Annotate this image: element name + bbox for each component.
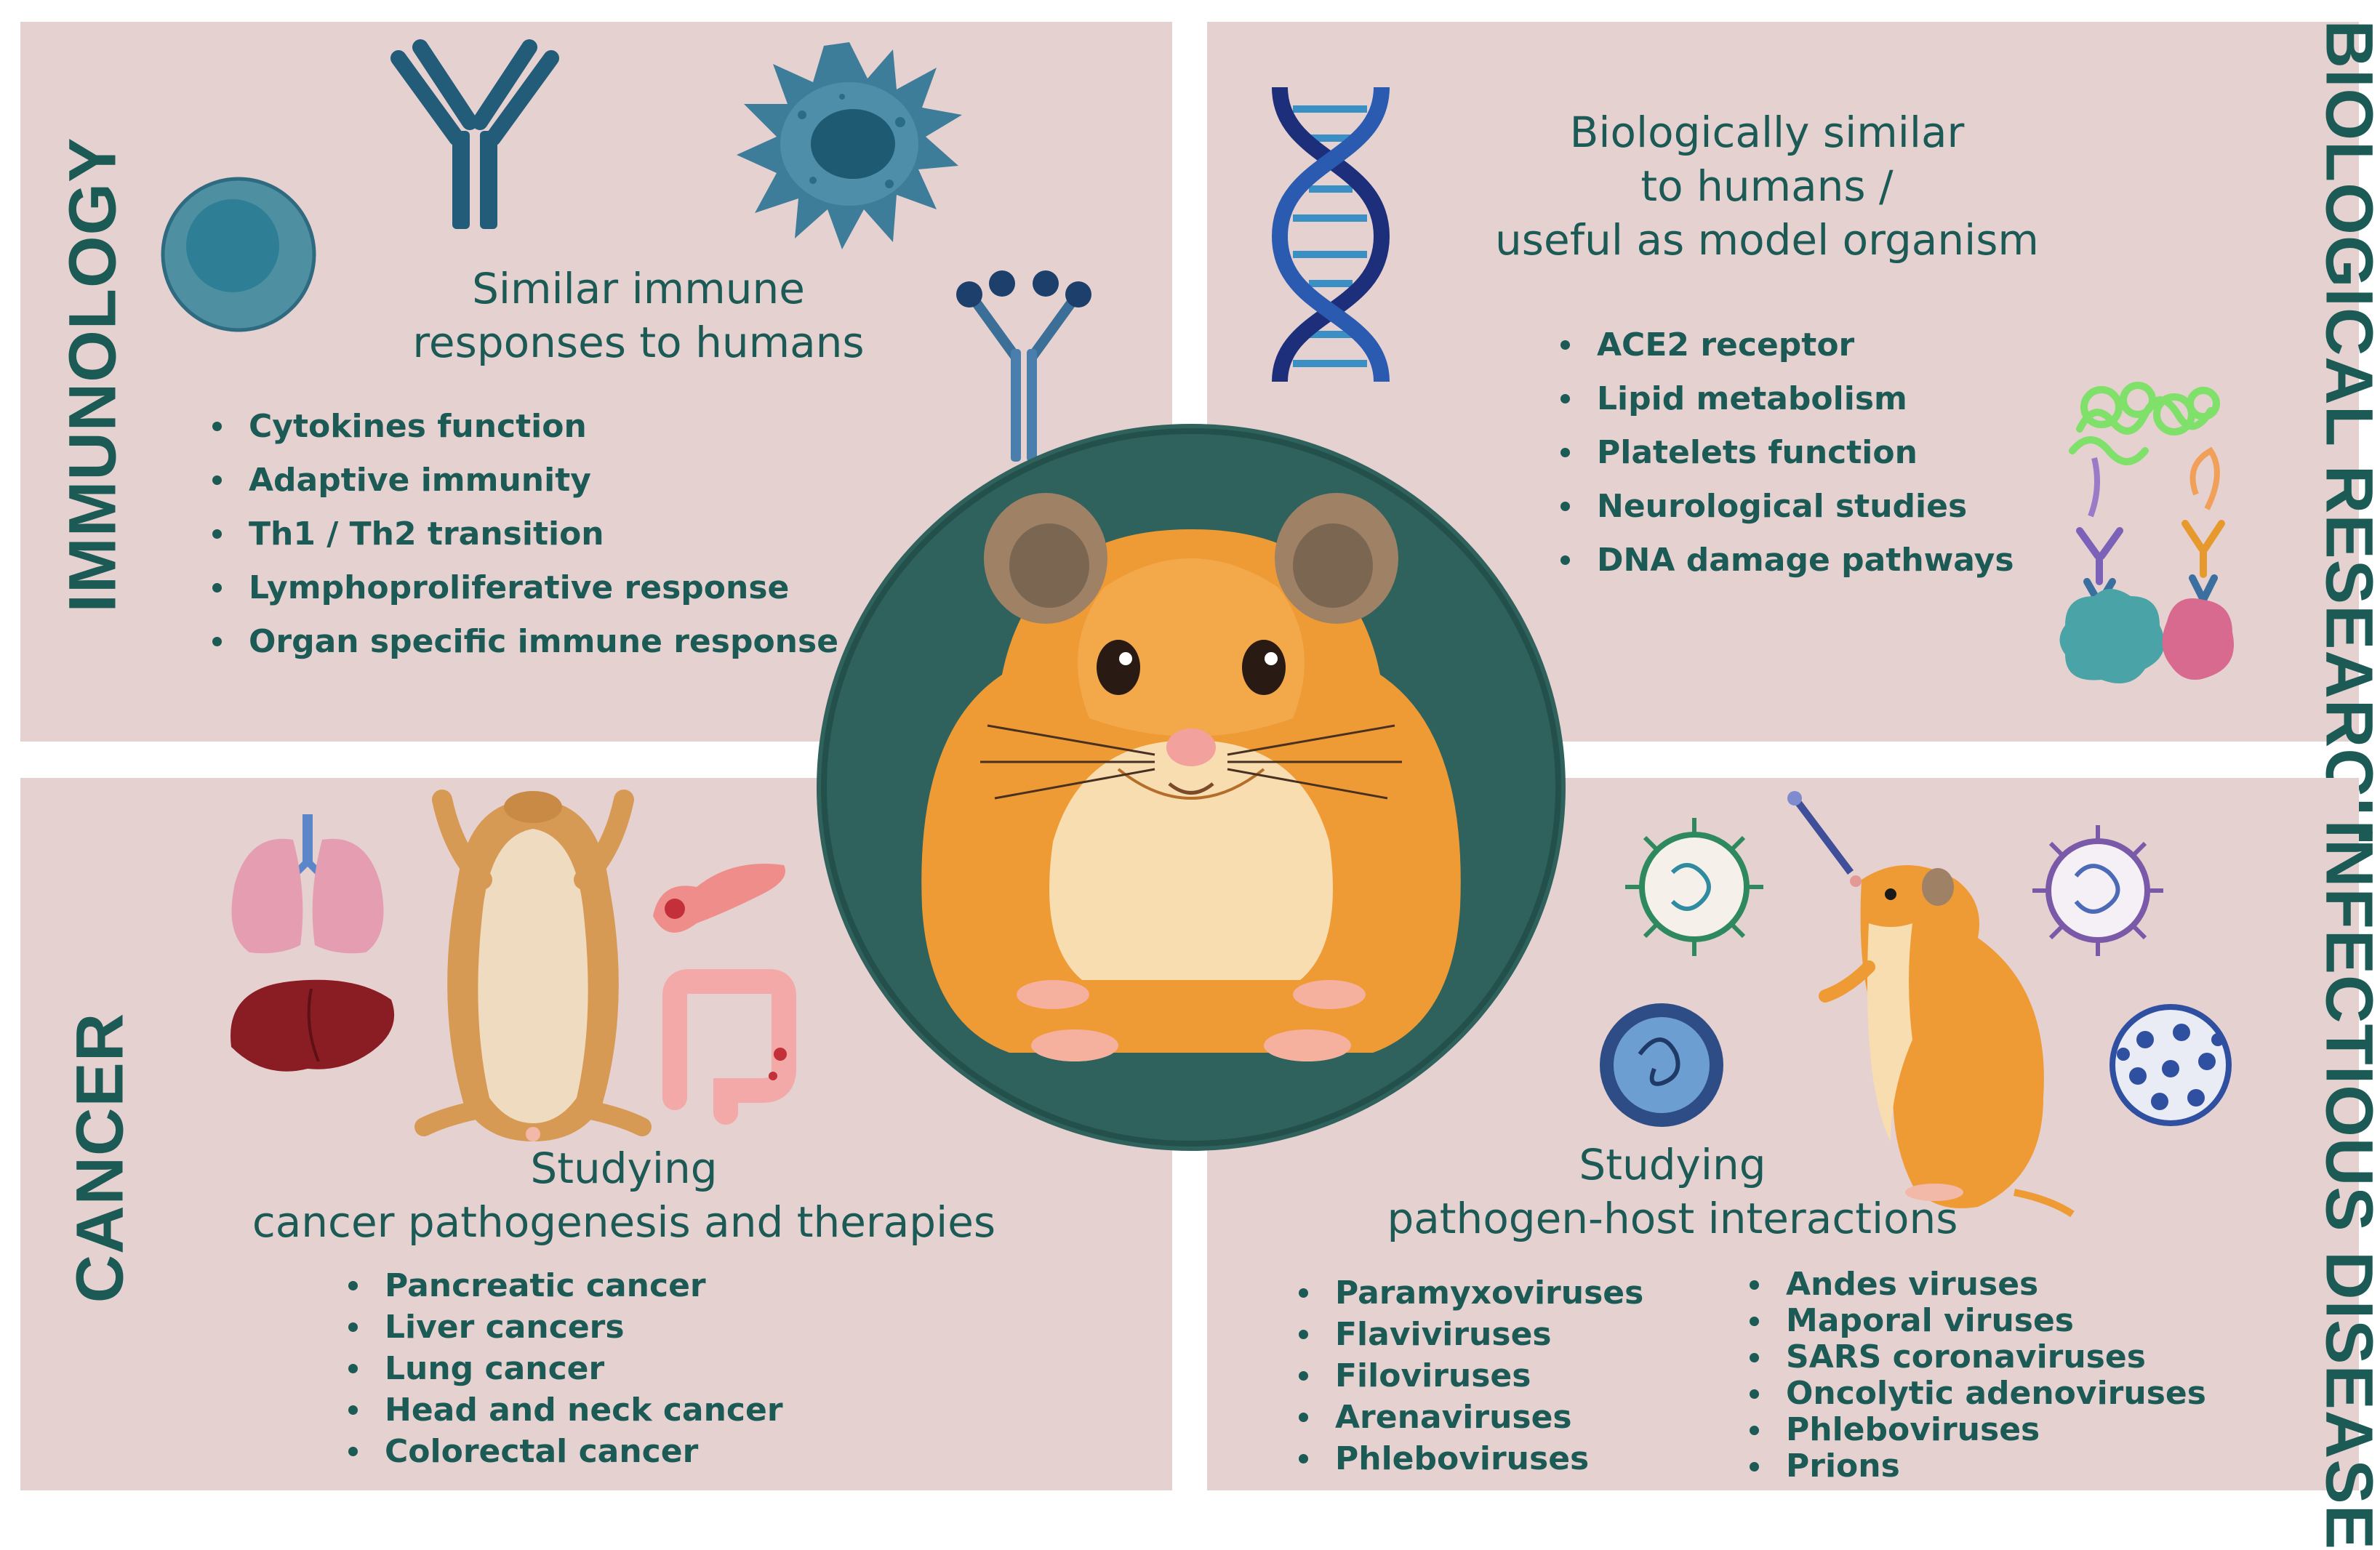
list-item: Head and neck cancer — [344, 1389, 783, 1431]
list-item: ACE2 receptor — [1556, 318, 2014, 372]
immunology-label: IMMUNOLOGY — [55, 148, 132, 613]
cancer-label: CANCER — [63, 998, 139, 1318]
biological-heading: Biologically similar to humans / useful … — [1440, 105, 2094, 268]
list-item: Colorectal cancer — [344, 1431, 783, 1472]
list-item: Liver cancers — [344, 1306, 783, 1348]
list-item: Phleboviruses — [1745, 1412, 2206, 1448]
list-item: Flaviviruses — [1294, 1314, 1643, 1355]
immunology-heading-line1: Similar immune — [326, 262, 951, 316]
list-item: SARS coronaviruses — [1745, 1339, 2206, 1376]
virus-icon — [1622, 814, 1767, 960]
biological-research-label: BIOLOGICAL RESEARCH — [2311, 20, 2380, 747]
list-item: Arenaviruses — [1294, 1397, 1643, 1438]
list-item: Neurological studies — [1556, 480, 2014, 534]
list-item: Lymphoproliferative response — [208, 561, 838, 615]
list-item: Pancreatic cancer — [344, 1265, 783, 1306]
hamster-belly-icon — [413, 778, 653, 1156]
list-item: Cytokines function — [208, 400, 838, 454]
bio-heading-line3: useful as model organism — [1440, 213, 2094, 267]
list-item: Lipid metabolism — [1556, 372, 2014, 426]
immunology-heading-line2: responses to humans — [326, 316, 951, 369]
list-item: Prions — [1745, 1448, 2206, 1485]
list-item: Organ specific immune response — [208, 615, 838, 669]
protein-complex-icon — [2051, 364, 2254, 698]
infectious-disease-label: INFECTIOUS DISEASE — [2311, 820, 2380, 1460]
list-item: Th1 / Th2 transition — [208, 507, 838, 561]
virus-icon — [1589, 996, 1734, 1134]
list-item: Maporal viruses — [1745, 1303, 2206, 1339]
liver-icon — [224, 974, 398, 1076]
colon-icon — [646, 967, 806, 1120]
virus-icon — [2101, 996, 2240, 1134]
lymphocyte-icon — [159, 174, 318, 334]
list-item: Paramyxoviruses — [1294, 1272, 1643, 1314]
dna-helix-icon — [1258, 80, 1403, 385]
cancer-heading-line2: cancer pathogenesis and therapies — [151, 1195, 1097, 1249]
pancreas-icon — [646, 858, 791, 938]
list-item: Lung cancer — [344, 1348, 783, 1389]
list-item: Andes viruses — [1745, 1266, 2206, 1303]
list-item: Oncolytic adenoviruses — [1745, 1376, 2206, 1412]
biological-list: ACE2 receptor Lipid metabolism Platelets… — [1556, 318, 2014, 587]
list-item: Phleboviruses — [1294, 1438, 1643, 1479]
cancer-list: Pancreatic cancer Liver cancers Lung can… — [344, 1265, 783, 1472]
infectious-heading-line2: pathogen-host interactions — [1294, 1192, 2051, 1245]
list-item: Platelets function — [1556, 426, 2014, 480]
cancer-heading: Studying cancer pathogenesis and therapi… — [151, 1141, 1097, 1249]
list-item: Filoviruses — [1294, 1355, 1643, 1397]
list-item: DNA damage pathways — [1556, 534, 2014, 587]
hamster-illustration — [813, 420, 1569, 1155]
bio-heading-line1: Biologically similar — [1440, 105, 2094, 159]
immunology-list: Cytokines function Adaptive immunity Th1… — [208, 400, 838, 669]
list-item: Adaptive immunity — [208, 454, 838, 507]
infectious-list-right: Andes viruses Maporal viruses SARS coron… — [1745, 1266, 2206, 1485]
lungs-icon — [224, 811, 391, 956]
infectious-list-left: Paramyxoviruses Flaviviruses Filoviruses… — [1294, 1272, 1643, 1479]
bio-heading-line2: to humans / — [1440, 159, 2094, 213]
antibody-icon — [377, 36, 573, 233]
dendritic-cell-icon — [733, 35, 966, 253]
immunology-heading: Similar immune responses to humans — [326, 262, 951, 369]
